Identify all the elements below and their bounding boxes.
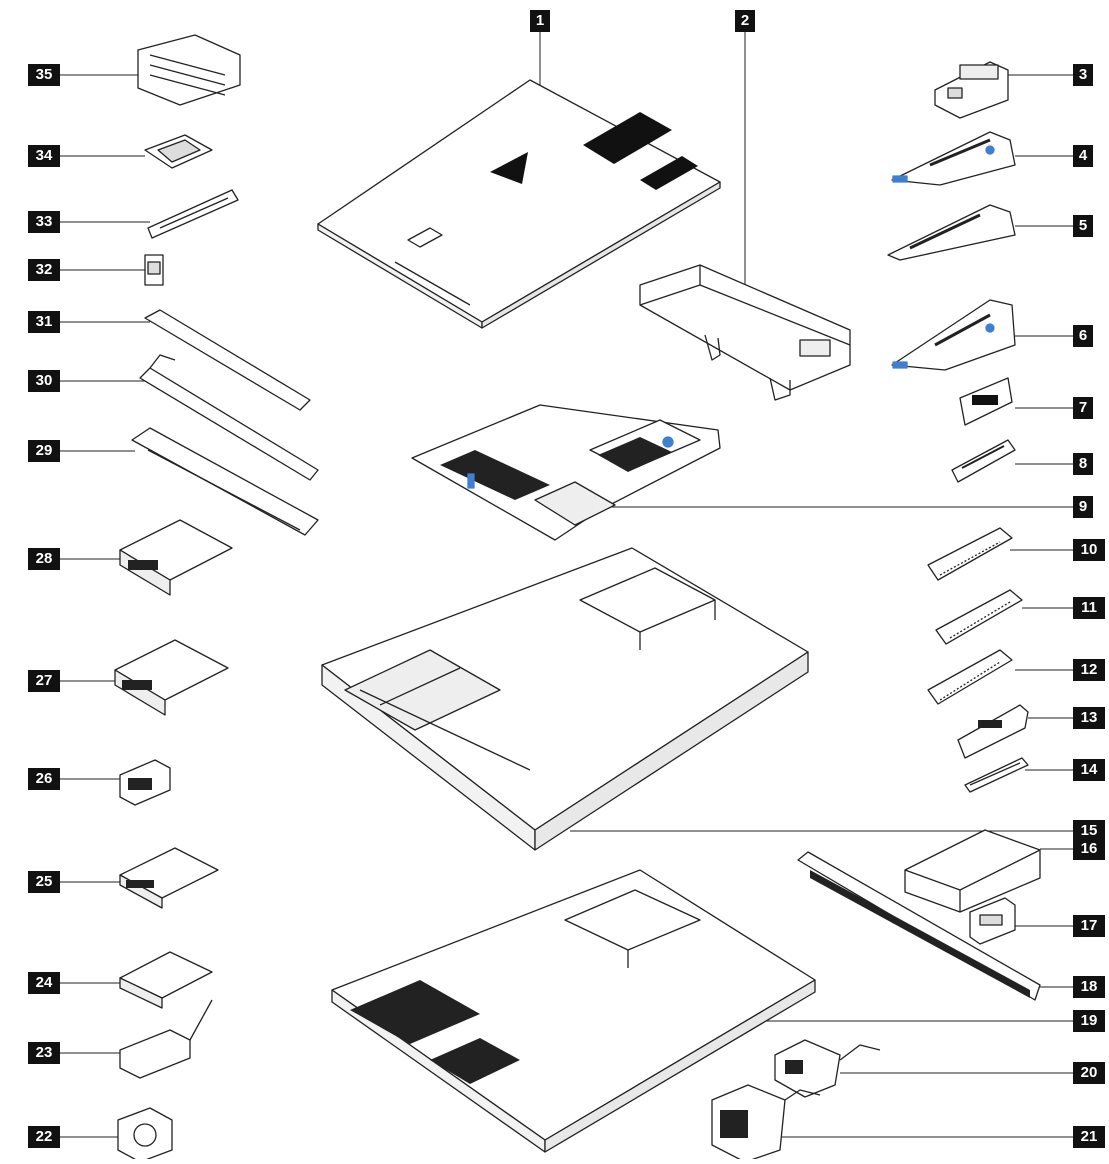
part-10-adapter — [927, 527, 1013, 581]
part-33-dimm — [147, 189, 239, 239]
callout-9: 9 — [1073, 496, 1093, 518]
part-18-bezel — [797, 851, 1041, 1001]
callout-24: 24 — [28, 972, 60, 994]
callout-31: 31 — [28, 311, 60, 333]
chassis-lower — [331, 869, 816, 1153]
callout-27: 27 — [28, 670, 60, 692]
part-28-drive — [119, 519, 233, 596]
callout-1: 1 — [530, 10, 550, 32]
part-27-drive — [114, 639, 229, 716]
callout-29: 29 — [28, 440, 60, 462]
callout-25: 25 — [28, 871, 60, 893]
part-8-riser-card — [951, 439, 1016, 483]
part-32-tpm — [144, 254, 164, 286]
part-14-m2-drive — [964, 757, 1029, 793]
callout-10: 10 — [1073, 539, 1105, 561]
callout-8: 8 — [1073, 453, 1093, 475]
callout-35: 35 — [28, 64, 60, 86]
callout-11: 11 — [1073, 597, 1105, 619]
callout-5: 5 — [1073, 215, 1093, 237]
callout-26: 26 — [28, 768, 60, 790]
callout-28: 28 — [28, 548, 60, 570]
part-20-io-module — [774, 1039, 881, 1098]
part-4-riser — [891, 131, 1016, 186]
callout-23: 23 — [28, 1042, 60, 1064]
callout-20: 20 — [1073, 1062, 1105, 1084]
top-cover — [317, 79, 721, 329]
part-30-backplane — [139, 354, 319, 481]
part-35-heatsink — [137, 34, 241, 106]
callout-12: 12 — [1073, 659, 1105, 681]
callout-16: 16 — [1073, 838, 1105, 860]
part-7-bracket — [959, 377, 1013, 426]
callout-18: 18 — [1073, 976, 1105, 998]
part-6-riser — [891, 299, 1016, 371]
chassis-upper — [321, 547, 809, 851]
callout-32: 32 — [28, 259, 60, 281]
callout-15: 15 — [1073, 820, 1105, 842]
callout-7: 7 — [1073, 397, 1093, 419]
callout-13: 13 — [1073, 707, 1105, 729]
callout-22: 22 — [28, 1126, 60, 1148]
part-3-board — [934, 61, 1009, 119]
part-21-io-module — [711, 1084, 821, 1163]
part-5-riser — [887, 204, 1016, 261]
part-13-module — [957, 704, 1029, 759]
callout-30: 30 — [28, 370, 60, 392]
part-16-psu — [904, 829, 1041, 913]
callout-3: 3 — [1073, 64, 1093, 86]
part-22-fan — [117, 1107, 173, 1163]
callout-21: 21 — [1073, 1126, 1105, 1148]
callout-6: 6 — [1073, 325, 1093, 347]
part-29-backplane — [131, 427, 319, 536]
part-31-backplane — [144, 309, 311, 411]
callout-34: 34 — [28, 145, 60, 167]
part-25-drive — [119, 847, 219, 909]
part-26-filler — [119, 759, 171, 806]
part-23-capacitor — [119, 999, 213, 1079]
leader-lines — [60, 32, 1073, 1138]
callout-19: 19 — [1073, 1010, 1105, 1032]
part-17-filler — [969, 897, 1016, 945]
callout-14: 14 — [1073, 759, 1105, 781]
part-24-filler — [119, 951, 213, 1009]
callout-17: 17 — [1073, 915, 1105, 937]
callout-4: 4 — [1073, 145, 1093, 167]
air-baffle — [639, 264, 851, 401]
part-12-adapter — [927, 649, 1013, 705]
system-board — [411, 404, 721, 541]
part-34-processor — [144, 134, 213, 169]
callout-2: 2 — [735, 10, 755, 32]
part-11-adapter — [935, 589, 1023, 645]
callout-33: 33 — [28, 211, 60, 233]
